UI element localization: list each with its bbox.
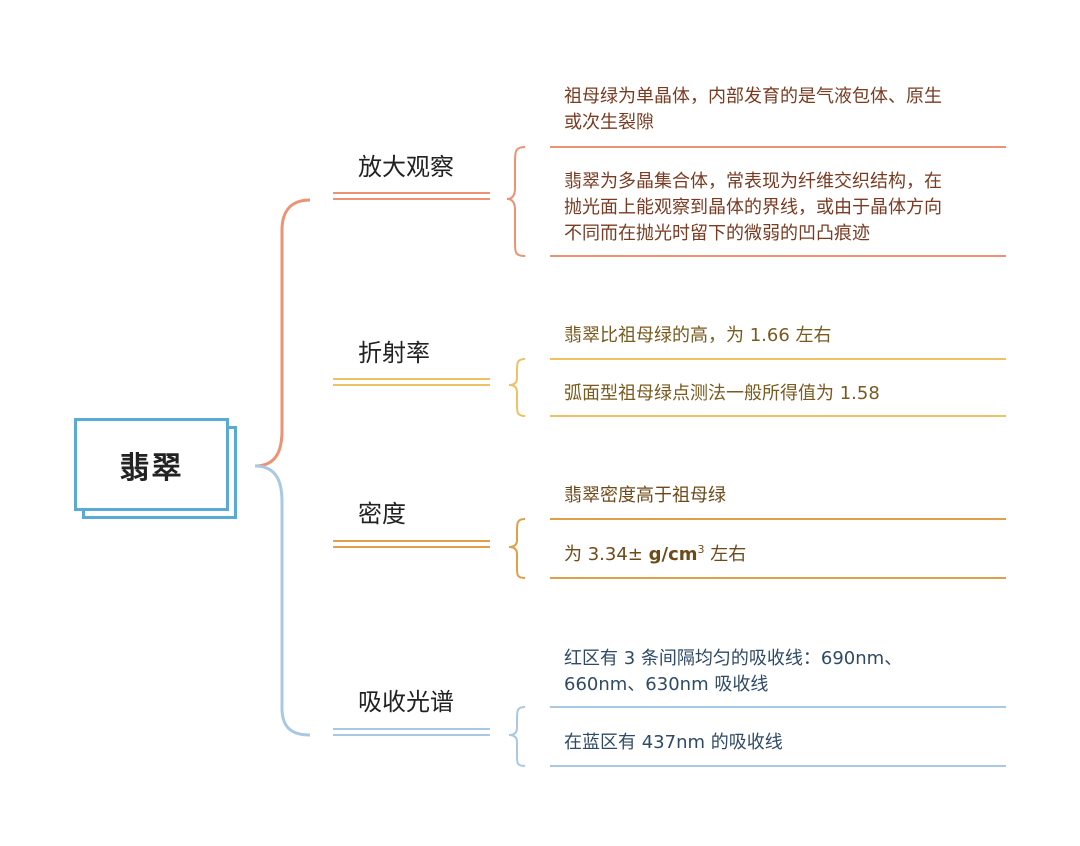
- branch-label-density[interactable]: 密度: [358, 500, 406, 528]
- leaf-line: 红区有 3 条间隔均匀的吸收线：690nm、: [564, 648, 903, 669]
- density-prefix: 为 3.34±: [564, 544, 649, 565]
- leaf-line: 660nm、630nm 吸收线: [564, 674, 769, 695]
- leaf-line: 或次生裂隙: [564, 112, 654, 133]
- leaf-density-compare[interactable]: 翡翠密度高于祖母绿: [564, 483, 1004, 509]
- leaf-line: 祖母绿为单晶体，内部发育的是气液包体、原生: [564, 86, 942, 107]
- leaf-line: 不同而在抛光时留下的微弱的凹凸痕迹: [564, 223, 870, 244]
- branch-label-magnification[interactable]: 放大观察: [358, 153, 454, 181]
- leaf-line: 抛光面上能观察到晶体的界线，或由于晶体方向: [564, 197, 942, 218]
- root-to-branch-4-curve: [254, 464, 311, 737]
- leaf-absorption-blue[interactable]: 在蓝区有 437nm 的吸收线: [564, 730, 1004, 756]
- leaf-absorption-red[interactable]: 红区有 3 条间隔均匀的吸收线：690nm、 660nm、630nm 吸收线: [564, 646, 1004, 698]
- leaf-magnification-jadeite[interactable]: 翡翠为多晶集合体，常表现为纤维交织结构，在 抛光面上能观察到晶体的界线，或由于晶…: [564, 169, 1004, 247]
- density-unit: g/cm: [648, 544, 698, 565]
- leaf-line: 弧面型祖母绿点测法一般所得值为 1.58: [564, 383, 880, 404]
- leaf-line: 翡翠密度高于祖母绿: [564, 485, 726, 506]
- root-to-branch-1-curve: [254, 198, 311, 468]
- root-node[interactable]: 翡翠: [74, 418, 229, 511]
- root-label: 翡翠: [119, 450, 184, 486]
- branch-label-absorption-spectrum[interactable]: 吸收光谱: [358, 688, 454, 716]
- density-unit-sup: 3: [697, 543, 705, 556]
- leaf-line: 为 3.34± g/cm3 左右: [564, 544, 746, 565]
- leaf-refractive-emerald[interactable]: 弧面型祖母绿点测法一般所得值为 1.58: [564, 381, 1004, 407]
- leaf-refractive-jadeite[interactable]: 翡翠比祖母绿的高，为 1.66 左右: [564, 323, 1004, 349]
- density-suffix: 左右: [704, 544, 747, 565]
- leaf-line: 在蓝区有 437nm 的吸收线: [564, 732, 783, 753]
- branch-label-refractive-index[interactable]: 折射率: [358, 339, 430, 367]
- leaf-line: 翡翠为多晶集合体，常表现为纤维交织结构，在: [564, 171, 942, 192]
- leaf-line: 翡翠比祖母绿的高，为 1.66 左右: [564, 325, 832, 346]
- leaf-magnification-emerald[interactable]: 祖母绿为单晶体，内部发育的是气液包体、原生 或次生裂隙: [564, 84, 1004, 136]
- leaf-density-value[interactable]: 为 3.34± g/cm3 左右: [564, 542, 1004, 568]
